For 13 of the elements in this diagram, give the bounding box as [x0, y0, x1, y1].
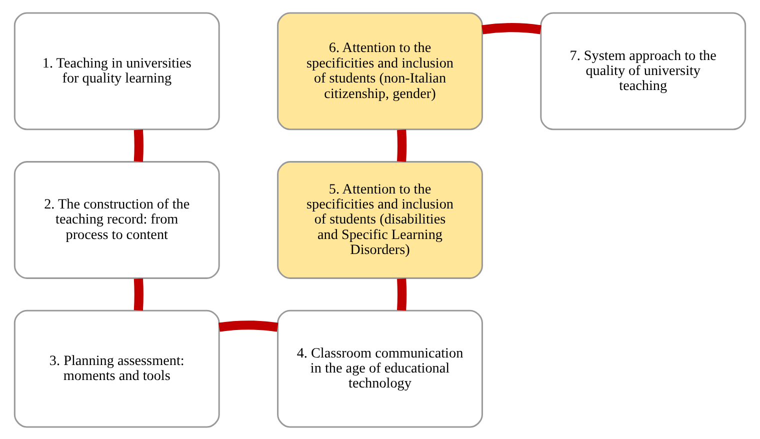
node-box: 6. Attention to the specificities and inclusion of students (non-Italian citizenship, gender) [277, 12, 483, 130]
node-box: 3. Planning assessment: moments and tools [14, 309, 220, 428]
connector [397, 278, 407, 310]
connector [397, 129, 407, 162]
node-box: 5. Attention to the specificities and inclusion of students (disabilities and Specific Learning Disorders) [277, 160, 483, 278]
node-box: 7. System approach to the quality of university teaching [540, 12, 746, 130]
connector [134, 278, 144, 310]
node-box: 2. The construction of the teaching record: from process to content [14, 160, 220, 278]
node-box: 1. Teaching in universities for quality learning [14, 12, 220, 130]
connector [482, 22, 542, 34]
connector [218, 320, 278, 332]
node-box: 4. Classroom communication in the age of educational technology [277, 309, 483, 428]
connector [134, 129, 144, 162]
